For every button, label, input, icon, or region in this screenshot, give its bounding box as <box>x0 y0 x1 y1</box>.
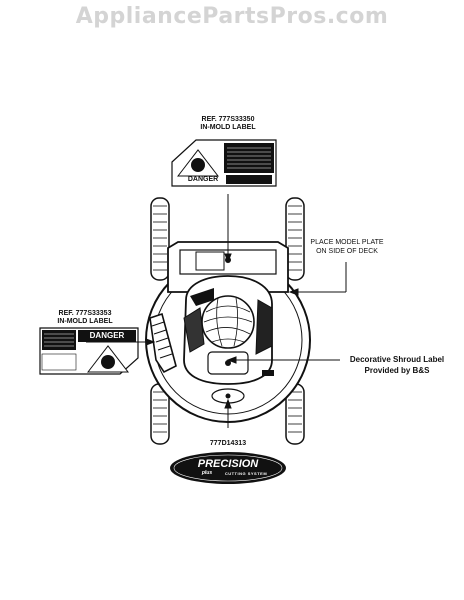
shroud-line1: Decorative Shroud Label <box>349 355 445 364</box>
wheel-rear-left <box>150 197 170 281</box>
model-plate-line2: ON SIDE OF DECK <box>316 248 378 255</box>
danger-top-text: DANGER <box>187 176 219 183</box>
logo-sub: plus <box>201 470 213 476</box>
top-ref-line2: IN-MOLD LABEL <box>200 124 256 131</box>
left-in-mold-label <box>39 327 139 375</box>
discharge-chute <box>149 312 177 374</box>
logo-tag: CUTTING SYSTEM <box>224 471 268 476</box>
air-filter <box>201 295 255 349</box>
part-number: 777D14313 <box>209 440 247 447</box>
watermark: AppliancePartsPros.com <box>75 4 389 29</box>
left-ref-line1: REF. 777S33353 <box>58 310 112 317</box>
wheel-rear-right <box>285 197 305 281</box>
model-plate-line1: PLACE MODEL PLATE <box>310 239 384 246</box>
top-in-mold-label <box>171 139 277 187</box>
left-ref-line2: IN-MOLD LABEL <box>57 318 113 325</box>
top-ref-line1: REF. 777S33350 <box>201 116 255 123</box>
logo-text: PRECISION <box>197 458 259 470</box>
danger-left-text: DANGER <box>89 331 125 340</box>
shroud-dot <box>225 360 231 366</box>
shroud-line2: Provided by B&S <box>364 366 430 375</box>
wheels <box>150 197 305 445</box>
precision-logo <box>170 452 286 484</box>
